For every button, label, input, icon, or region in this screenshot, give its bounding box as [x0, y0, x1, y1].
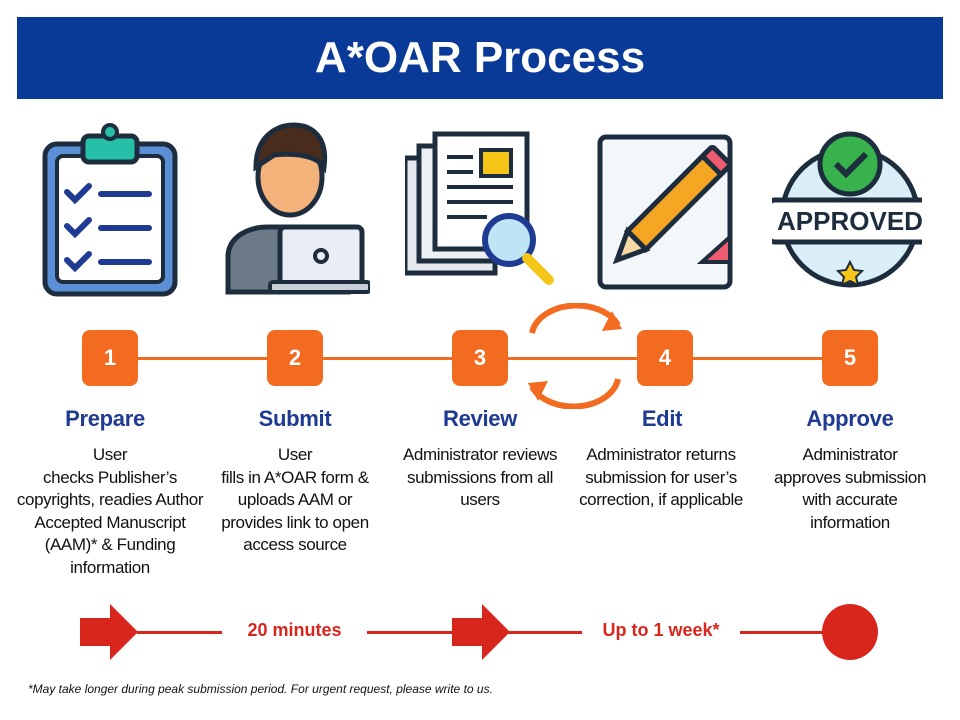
step-number-1: 1 [82, 330, 138, 386]
step-title-review: Review [442, 406, 518, 431]
step-desc-edit: Administrator returns submission for use… [579, 445, 743, 509]
step-number-5: 5 [822, 330, 878, 386]
step-title-prepare: Prepare [65, 406, 145, 431]
timeline-duration-review-approve: Up to 1 week* [602, 620, 720, 640]
page-title: A*OAR Process [17, 17, 943, 99]
timeline-line [508, 631, 582, 634]
pencil-edit-icon [597, 134, 733, 290]
step-title-submit: Submit [258, 406, 332, 431]
step-desc-submit: User fills in A*OAR form & uploads AAM o… [221, 445, 369, 554]
timeline-line [137, 631, 222, 634]
cycle-arrows-icon [528, 303, 622, 409]
step-title-approve: Approve [806, 406, 894, 431]
approved-badge-icon: APPROVED [772, 131, 922, 288]
document-magnifier-icon [405, 131, 554, 285]
step-number-2: 2 [267, 330, 323, 386]
user-laptop-icon [225, 122, 370, 295]
footnote: *May take longer during peak submission … [28, 682, 493, 696]
timeline-line [740, 631, 830, 634]
timeline-line [367, 631, 457, 634]
timeline-duration-submit-review: 20 minutes [247, 620, 342, 640]
timeline-arrow-start [80, 604, 138, 660]
step-desc-review: Administrator reviews submissions from a… [402, 445, 558, 509]
step-number-4: 4 [637, 330, 693, 386]
timeline-end-circle [822, 604, 878, 660]
clipboard-checklist-icon [42, 123, 178, 297]
timeline-arrow-review [452, 604, 510, 660]
step-desc-prepare: User checks Publisher’s copyrights, read… [16, 445, 204, 577]
svg-text:APPROVED: APPROVED [777, 206, 922, 236]
step-desc-approve: Administrator approves submission with a… [773, 445, 927, 532]
step-title-edit: Edit [641, 406, 683, 431]
step-number-3: 3 [452, 330, 508, 386]
